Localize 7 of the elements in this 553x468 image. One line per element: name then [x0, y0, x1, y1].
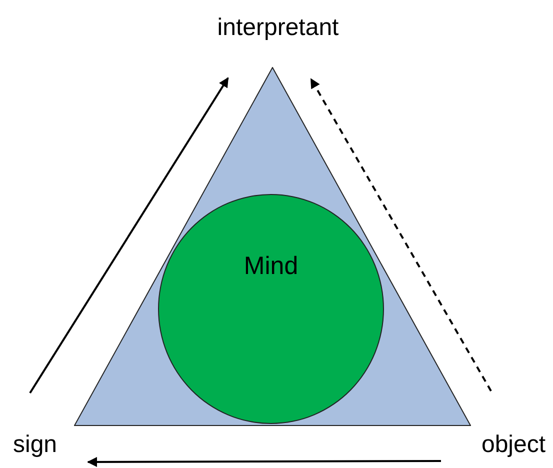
circle-label: Mind [244, 253, 298, 280]
arrow [29, 77, 229, 394]
arrow [87, 456, 441, 467]
node-label: interpretant [217, 14, 339, 42]
node-label: object [481, 432, 546, 458]
arrow [310, 78, 492, 392]
node-label: sign [12, 432, 58, 458]
